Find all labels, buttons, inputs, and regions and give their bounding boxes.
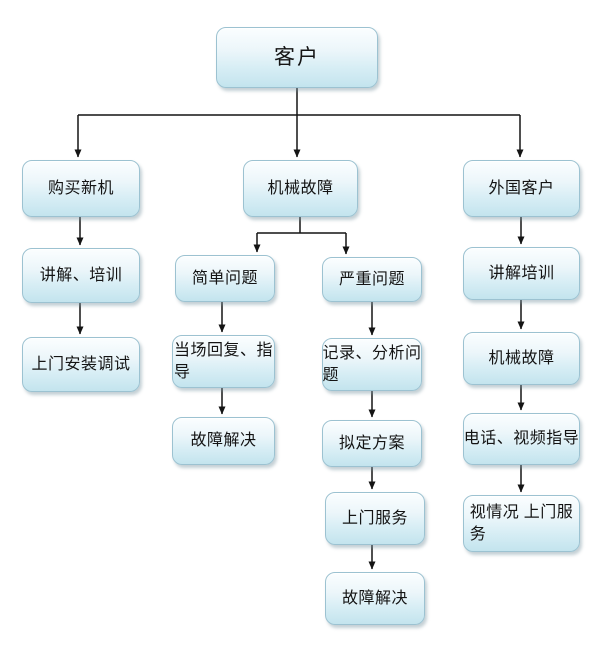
node-phone-video-guide: 电话、视频指导 [463, 413, 580, 465]
node-explain-training-left: 讲解、培训 [22, 248, 140, 303]
node-explain-training-right: 讲解培训 [463, 247, 580, 300]
node-simple-problem: 简单问题 [175, 255, 275, 302]
node-onsite-service: 上门服务 [325, 492, 425, 545]
node-foreign-customer: 外国客户 [463, 160, 580, 217]
node-fault-solved-left: 故障解决 [172, 417, 275, 465]
node-onspot-reply-guide: 当场回复、指 导 [172, 335, 275, 388]
node-customer: 客户 [216, 27, 378, 88]
node-mechanical-fault: 机械故障 [243, 160, 358, 217]
node-onsite-install-debug: 上门安装调试 [22, 337, 140, 392]
node-mechanical-fault-right: 机械故障 [463, 332, 580, 385]
node-buy-new-machine: 购买新机 [22, 160, 140, 217]
node-draft-plan: 拟定方案 [322, 420, 422, 467]
node-serious-problem: 严重问题 [322, 257, 422, 302]
node-record-analyze: 记录、分析问 题 [322, 338, 422, 391]
node-onsite-depends: 视情况 上门服 务 [463, 495, 580, 552]
node-fault-solved-mid: 故障解决 [325, 572, 425, 625]
